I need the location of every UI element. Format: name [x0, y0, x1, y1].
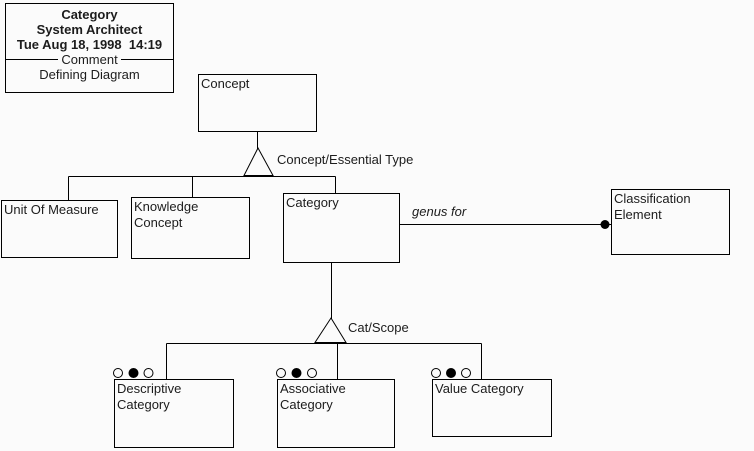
node-label: Category	[286, 195, 339, 210]
subtype-triangle-icon[interactable]	[314, 317, 347, 343]
diagram-title: Category	[61, 7, 118, 22]
circle-filled-icon	[128, 368, 139, 378]
membership-dot-icon	[600, 220, 610, 229]
circle-open-icon	[276, 368, 286, 378]
diagram-type-label: Defining Diagram	[39, 67, 140, 82]
node-descriptive-category[interactable]: Descriptive Category	[114, 379, 234, 448]
diagram-info-box[interactable]: Category System Architect Tue Aug 18, 19…	[5, 3, 174, 93]
node-category[interactable]: Category	[283, 193, 400, 263]
node-label: Descriptive Category	[117, 381, 182, 412]
node-label: Unit Of Measure	[4, 202, 99, 217]
node-classification-element[interactable]: Classification Element	[611, 189, 730, 255]
node-knowledge-concept[interactable]: Knowledge Concept	[131, 197, 250, 259]
node-label: Knowledge Concept	[134, 199, 199, 230]
relation-label-cat-scope: Cat/Scope	[348, 320, 409, 335]
node-label: Classification Element	[614, 191, 691, 222]
node-concept[interactable]: Concept	[198, 74, 317, 132]
divider-rule-left	[6, 59, 59, 60]
node-unit-of-measure[interactable]: Unit Of Measure	[1, 200, 118, 258]
node-label: Associative Category	[280, 381, 346, 412]
circle-filled-icon	[446, 368, 456, 378]
descriptive-category-circles	[113, 368, 154, 378]
circle-open-icon	[461, 368, 471, 378]
app-name: System Architect	[36, 22, 143, 37]
node-value-category[interactable]: Value Category	[432, 379, 552, 437]
associative-category-circles	[276, 368, 317, 378]
circle-open-icon	[431, 368, 441, 378]
node-associative-category[interactable]: Associative Category	[277, 379, 395, 448]
circle-open-icon	[143, 368, 154, 378]
value-category-circles	[431, 368, 471, 378]
divider-rule-right	[120, 59, 174, 60]
subtype-triangle-icon[interactable]	[243, 146, 274, 176]
node-label: Value Category	[435, 381, 524, 396]
circle-open-icon	[307, 368, 317, 378]
relation-label-concept-essential-type: Concept/Essential Type	[277, 152, 414, 167]
circle-open-icon	[113, 368, 123, 378]
diagram-timestamp: Tue Aug 18, 1998 14:19	[16, 37, 163, 52]
node-label: Concept	[201, 76, 250, 91]
circle-filled-icon	[291, 368, 302, 378]
comment-divider-label: Comment	[61, 52, 118, 67]
relation-label-genus-for: genus for	[412, 204, 467, 219]
comment-divider: Comment	[6, 52, 174, 67]
